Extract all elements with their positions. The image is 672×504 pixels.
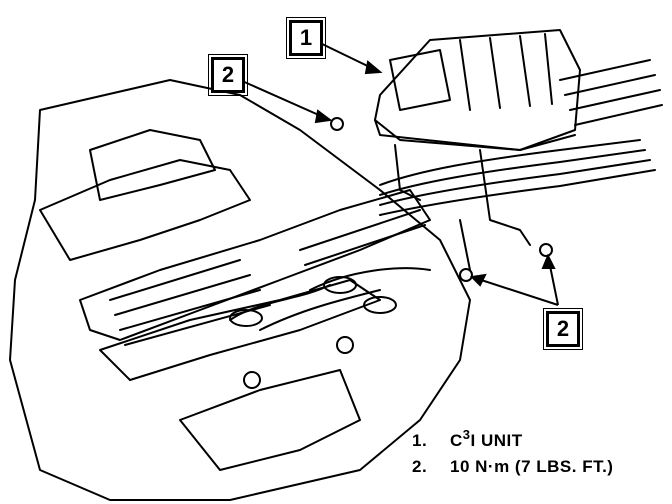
- mounting-bracket: [394, 144, 531, 271]
- legend-text: C3I UNIT: [450, 427, 523, 454]
- bolt-right: [539, 243, 553, 257]
- legend-row-1: 1. C3I UNIT: [412, 427, 613, 454]
- callout-2-bottom: 2: [543, 308, 583, 350]
- legend: 1. C3I UNIT 2. 10 N·m (7 LBS. FT.): [412, 427, 613, 480]
- legend-superscript: 3: [462, 427, 471, 442]
- engine-block: [9, 79, 471, 501]
- bolt-middle: [459, 268, 473, 282]
- legend-number: 2.: [412, 457, 428, 476]
- callout-1: 1: [286, 17, 326, 59]
- legend-row-2: 2. 10 N·m (7 LBS. FT.): [412, 454, 613, 480]
- c3i-unit-body: [374, 29, 581, 151]
- leader-callout-2-bottom-a: [471, 276, 559, 306]
- legend-text: 10 N·m (7 LBS. FT.): [450, 457, 614, 476]
- bolt-top: [330, 117, 344, 131]
- legend-text-part: C: [450, 431, 463, 450]
- wire-bundle: [379, 139, 656, 216]
- callout-2-top: 2: [208, 54, 248, 96]
- leader-callout-2-top: [239, 79, 331, 121]
- intake-manifold: [79, 189, 431, 341]
- legend-number: 1.: [412, 431, 428, 450]
- legend-text-part: I UNIT: [470, 431, 523, 450]
